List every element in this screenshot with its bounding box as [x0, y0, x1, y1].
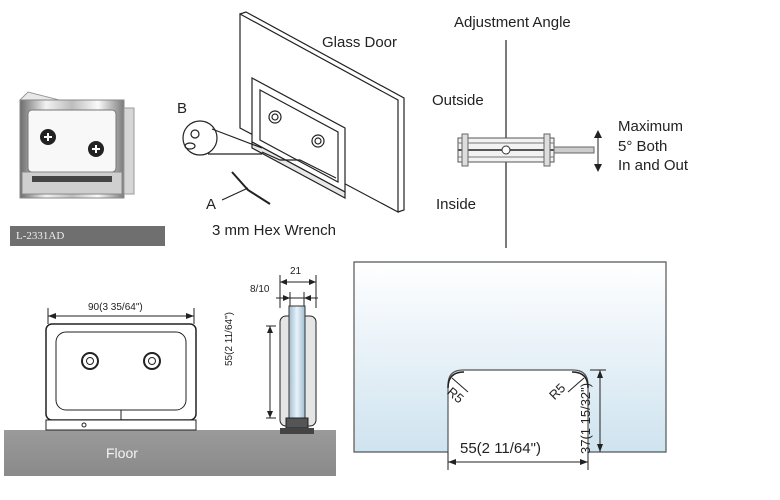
cutout-depth-dimension: 37(1 15/32")	[578, 382, 593, 454]
point-b-label: B	[177, 100, 188, 117]
side-height-dimension: 55(2 11/64")	[224, 312, 235, 366]
glass-thickness-dimension: 8/10	[250, 284, 270, 295]
model-code-label: L-2331AD	[10, 226, 165, 246]
side-view	[266, 275, 318, 434]
cutout-width-dimension: 55(2 11/64")	[460, 440, 541, 457]
glass-cutout	[353, 261, 667, 470]
front-width-dimension: 90(3 35/64")	[88, 302, 143, 313]
inside-label: Inside	[436, 196, 477, 213]
adjustment-angle-title: Adjustment Angle	[454, 14, 571, 31]
hex-wrench-label: 3 mm Hex Wrench	[212, 222, 336, 239]
adjustment-diagram	[457, 40, 602, 248]
glass-door-label: Glass Door	[322, 34, 398, 51]
adjust-note-line1: Maximum	[618, 118, 684, 135]
installation-sketch	[182, 11, 405, 213]
adjust-note-line2: 5° Both	[618, 138, 668, 155]
product-photo	[19, 91, 135, 199]
side-width-dimension: 21	[290, 266, 302, 277]
front-view	[4, 308, 336, 476]
point-a-label: A	[206, 196, 217, 213]
outside-label: Outside	[432, 92, 484, 109]
adjust-note-line3: In and Out	[618, 157, 689, 174]
floor-label: Floor	[106, 445, 138, 461]
